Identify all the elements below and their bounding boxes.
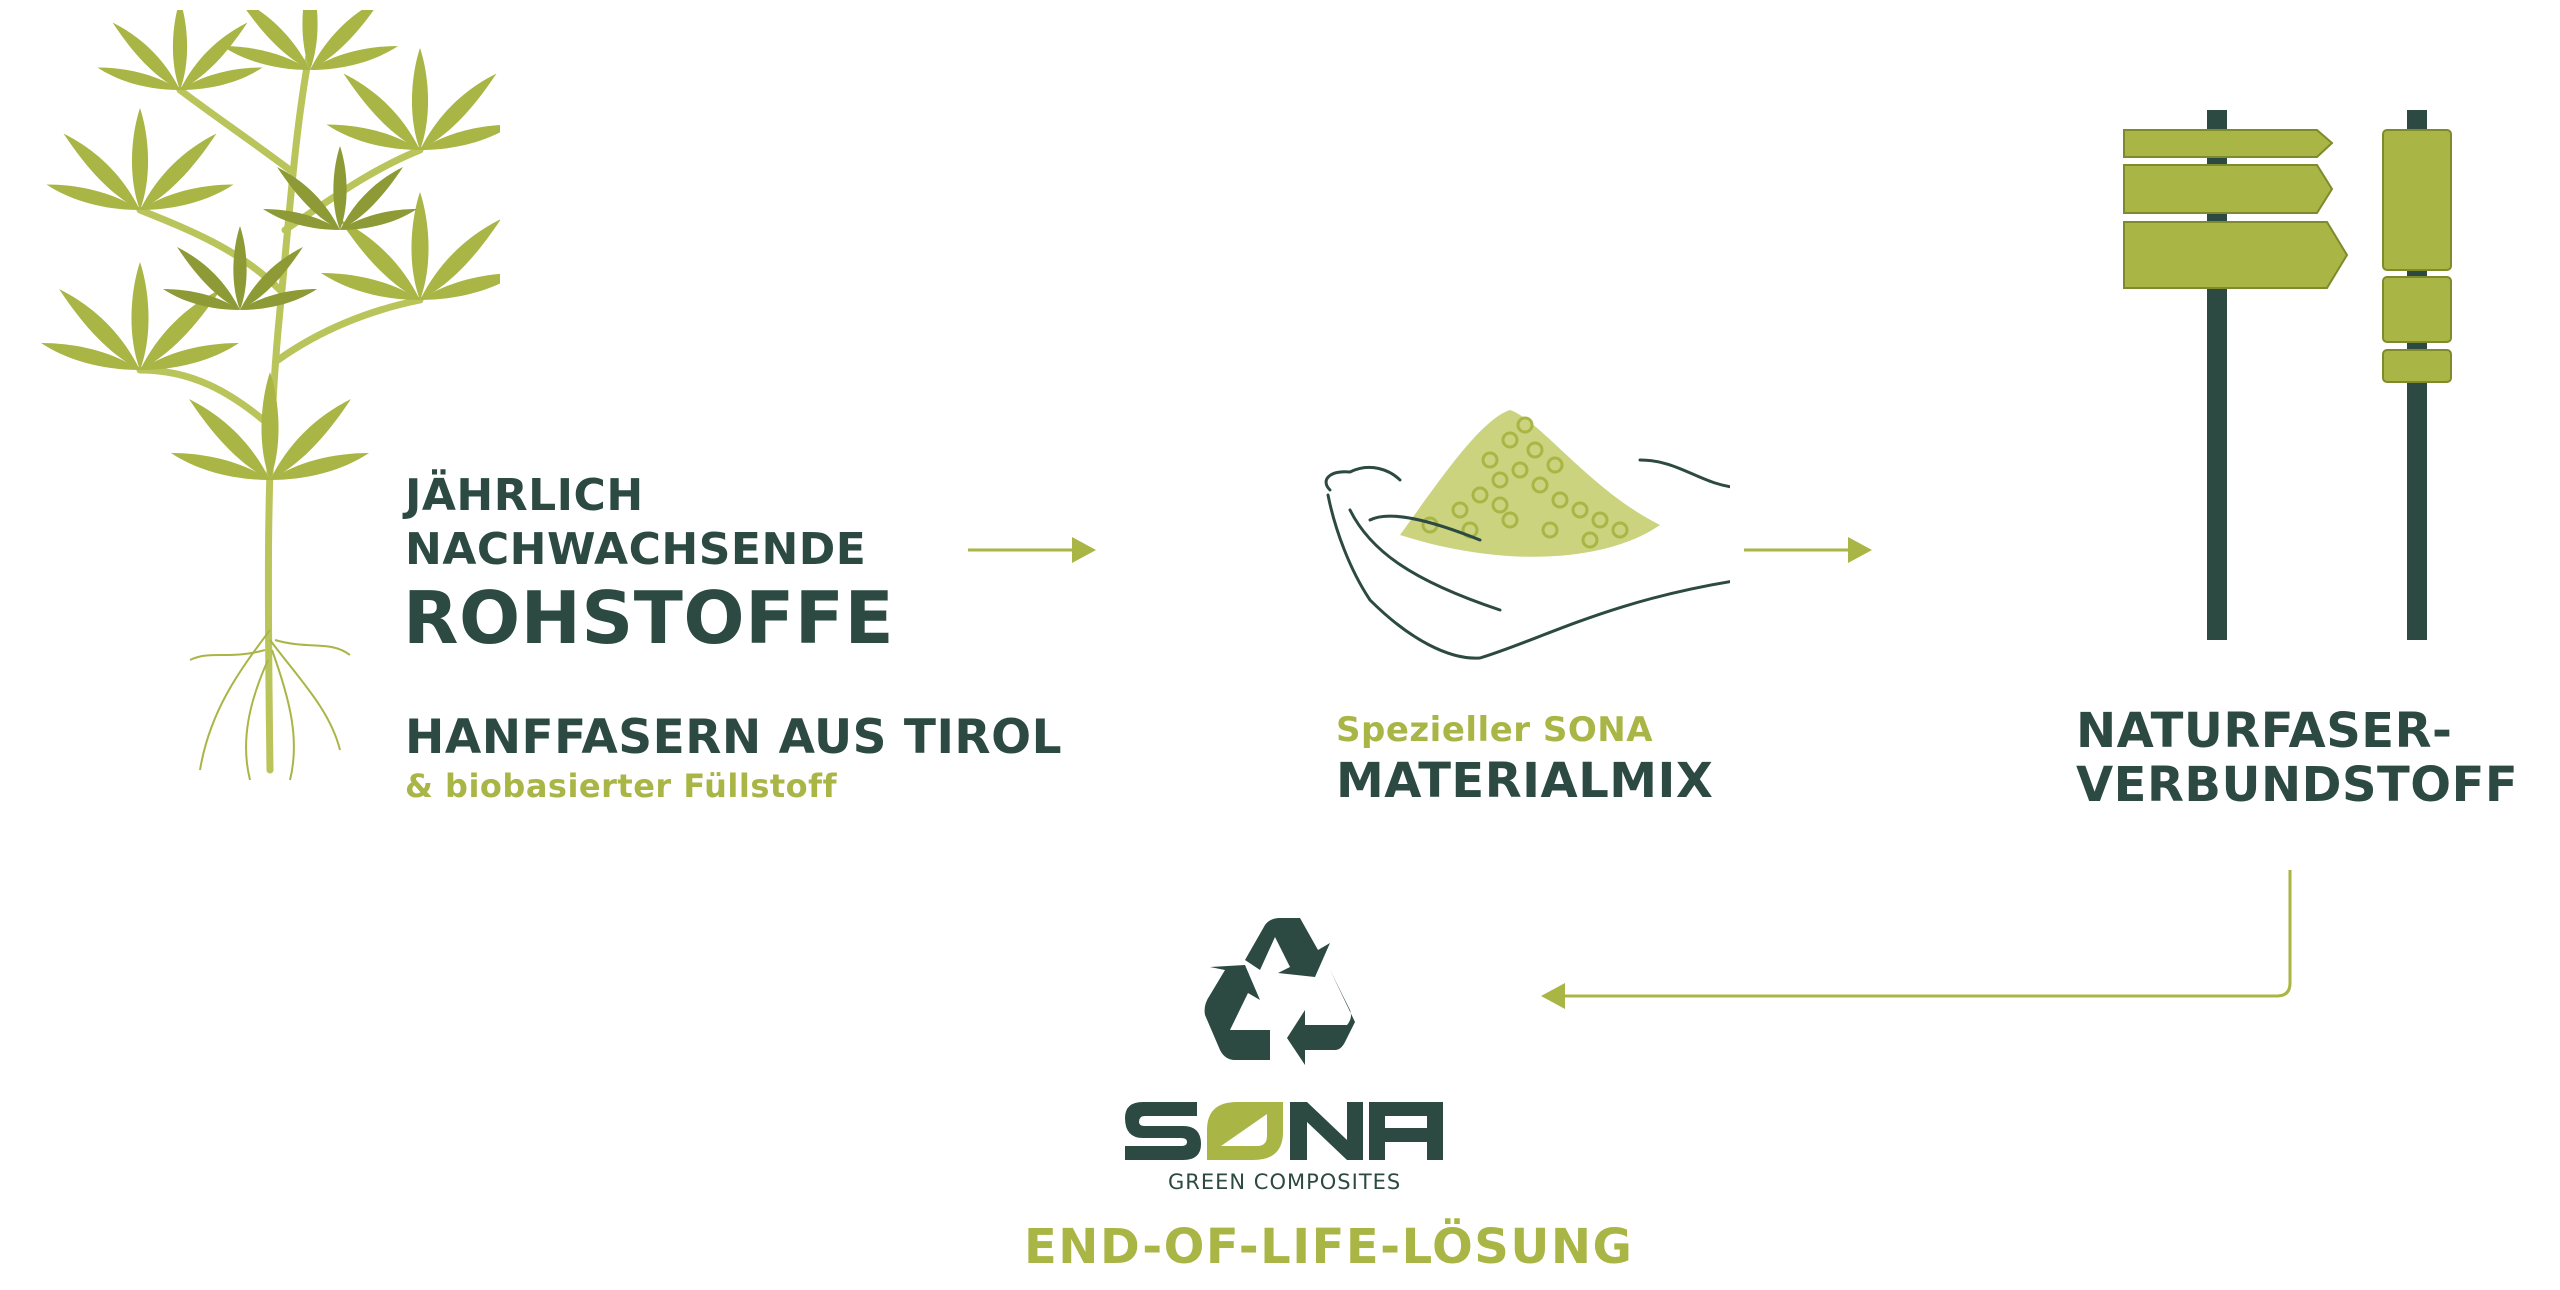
step4-label: END-OF-LIFE-LÖSUNG <box>1024 1219 1634 1275</box>
step3-line2: VERBUNDSTOFF <box>2076 757 2519 813</box>
hand-with-granulate-icon <box>1310 400 1730 660</box>
step2-line2: MATERIALMIX <box>1336 753 1714 809</box>
return-arrow-icon <box>1535 865 2305 1015</box>
step1-line1: JÄHRLICH <box>405 470 644 521</box>
step3-line1: NATURFASER- <box>2076 703 2453 759</box>
arrow-right-icon <box>1744 535 1874 565</box>
step1-line2: NACHWACHSENDE <box>405 524 867 575</box>
step1-line3: ROHSTOFFE <box>403 576 895 660</box>
arrow-right-icon <box>968 535 1098 565</box>
step1-subnote: & biobasierter Füllstoff <box>405 767 837 805</box>
logo-tagline: GREEN COMPOSITES <box>1168 1170 1402 1194</box>
step2-line1: Spezieller SONA <box>1336 710 1654 750</box>
signposts-icon <box>2117 105 2467 645</box>
sona-logo <box>1125 1100 1445 1162</box>
step1-subtitle: HANFFASERN AUS TIROL <box>405 710 1063 765</box>
recycle-icon <box>1200 915 1370 1075</box>
hemp-plant-icon <box>40 10 500 790</box>
